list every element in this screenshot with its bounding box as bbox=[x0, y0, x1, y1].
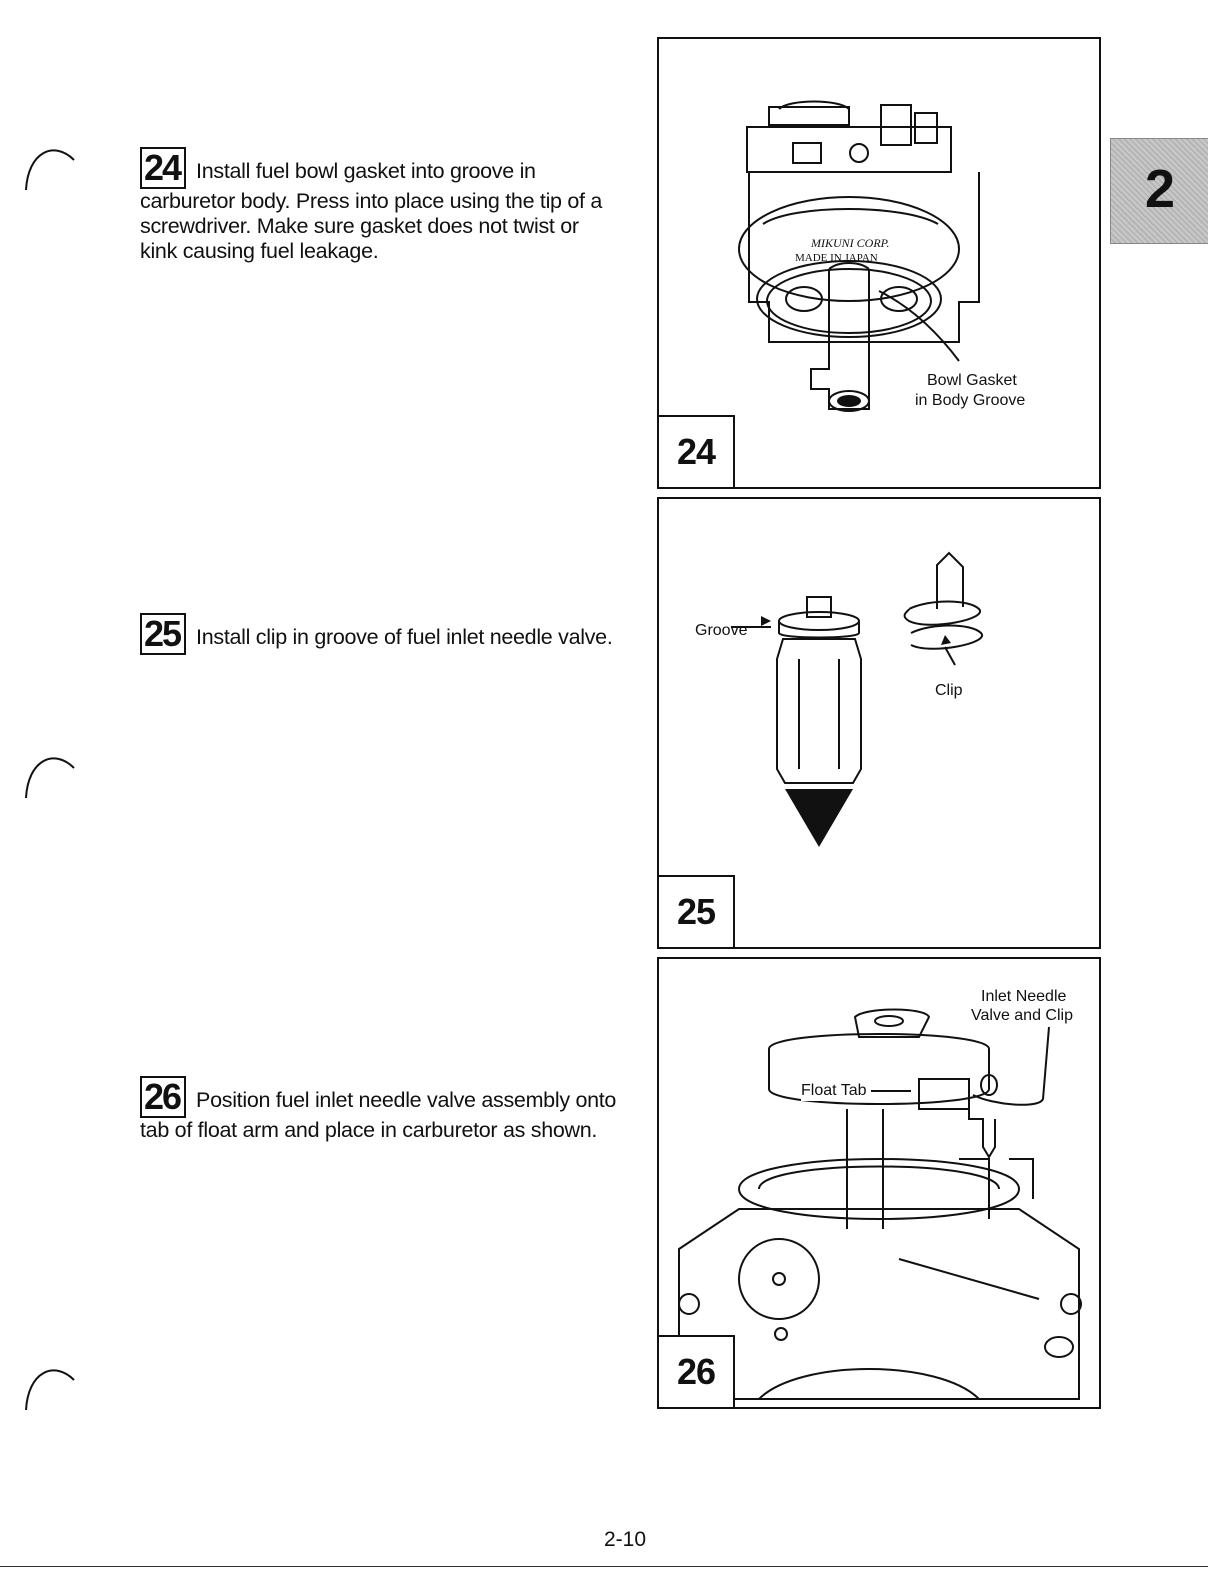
step-text: Install fuel bowl gasket into groove in … bbox=[140, 159, 603, 263]
callout-groove: Groove bbox=[695, 622, 748, 639]
needle-valve-illustration bbox=[731, 551, 984, 847]
svg-text:MADE IN JAPAN: MADE IN JAPAN bbox=[795, 252, 878, 264]
figure-label: 24 bbox=[659, 415, 735, 487]
binder-hole-mark bbox=[25, 757, 75, 799]
callout-clip: Clip bbox=[935, 682, 963, 699]
binder-hole-mark bbox=[25, 149, 75, 191]
step-number: 26 bbox=[140, 1076, 187, 1118]
page-number: 2-10 bbox=[603, 1528, 647, 1551]
footer-rule bbox=[0, 1566, 1208, 1567]
step-number: 25 bbox=[140, 613, 187, 655]
step-text: Position fuel inlet needle valve assembl… bbox=[140, 1088, 617, 1142]
chapter-tab: 2 bbox=[1110, 138, 1208, 244]
chapter-tab-label: 2 bbox=[1144, 159, 1176, 219]
figure-label: 25 bbox=[659, 875, 735, 947]
carburetor-body-illustration: MIKUNI CORP. MADE IN JAPAN bbox=[738, 100, 980, 412]
callout-inlet-needle: Inlet Needle bbox=[981, 988, 1067, 1005]
figure-label: 26 bbox=[659, 1335, 735, 1407]
callout-bowl-gasket: Bowl Gasket bbox=[927, 372, 1017, 389]
step-text: Install clip in groove of fuel inlet nee… bbox=[196, 625, 613, 649]
figure-25: Groove Clip 25 bbox=[657, 497, 1101, 949]
figure-24: MIKUNI CORP. MADE IN JAPAN Bowl Gasket i… bbox=[657, 37, 1101, 489]
svg-text:MIKUNI CORP.: MIKUNI CORP. bbox=[810, 236, 889, 250]
figure-26: Inlet Needle Valve and Clip Float Tab 26 bbox=[657, 957, 1101, 1409]
step-number: 24 bbox=[140, 147, 187, 189]
step-25: 25 Install clip in groove of fuel inlet n… bbox=[140, 613, 620, 655]
callout-float-tab: Float Tab bbox=[801, 1081, 867, 1101]
callout-body-groove: in Body Groove bbox=[915, 392, 1026, 409]
binder-hole-mark bbox=[25, 1369, 75, 1411]
callout-valve-and-clip: Valve and Clip bbox=[971, 1007, 1073, 1024]
